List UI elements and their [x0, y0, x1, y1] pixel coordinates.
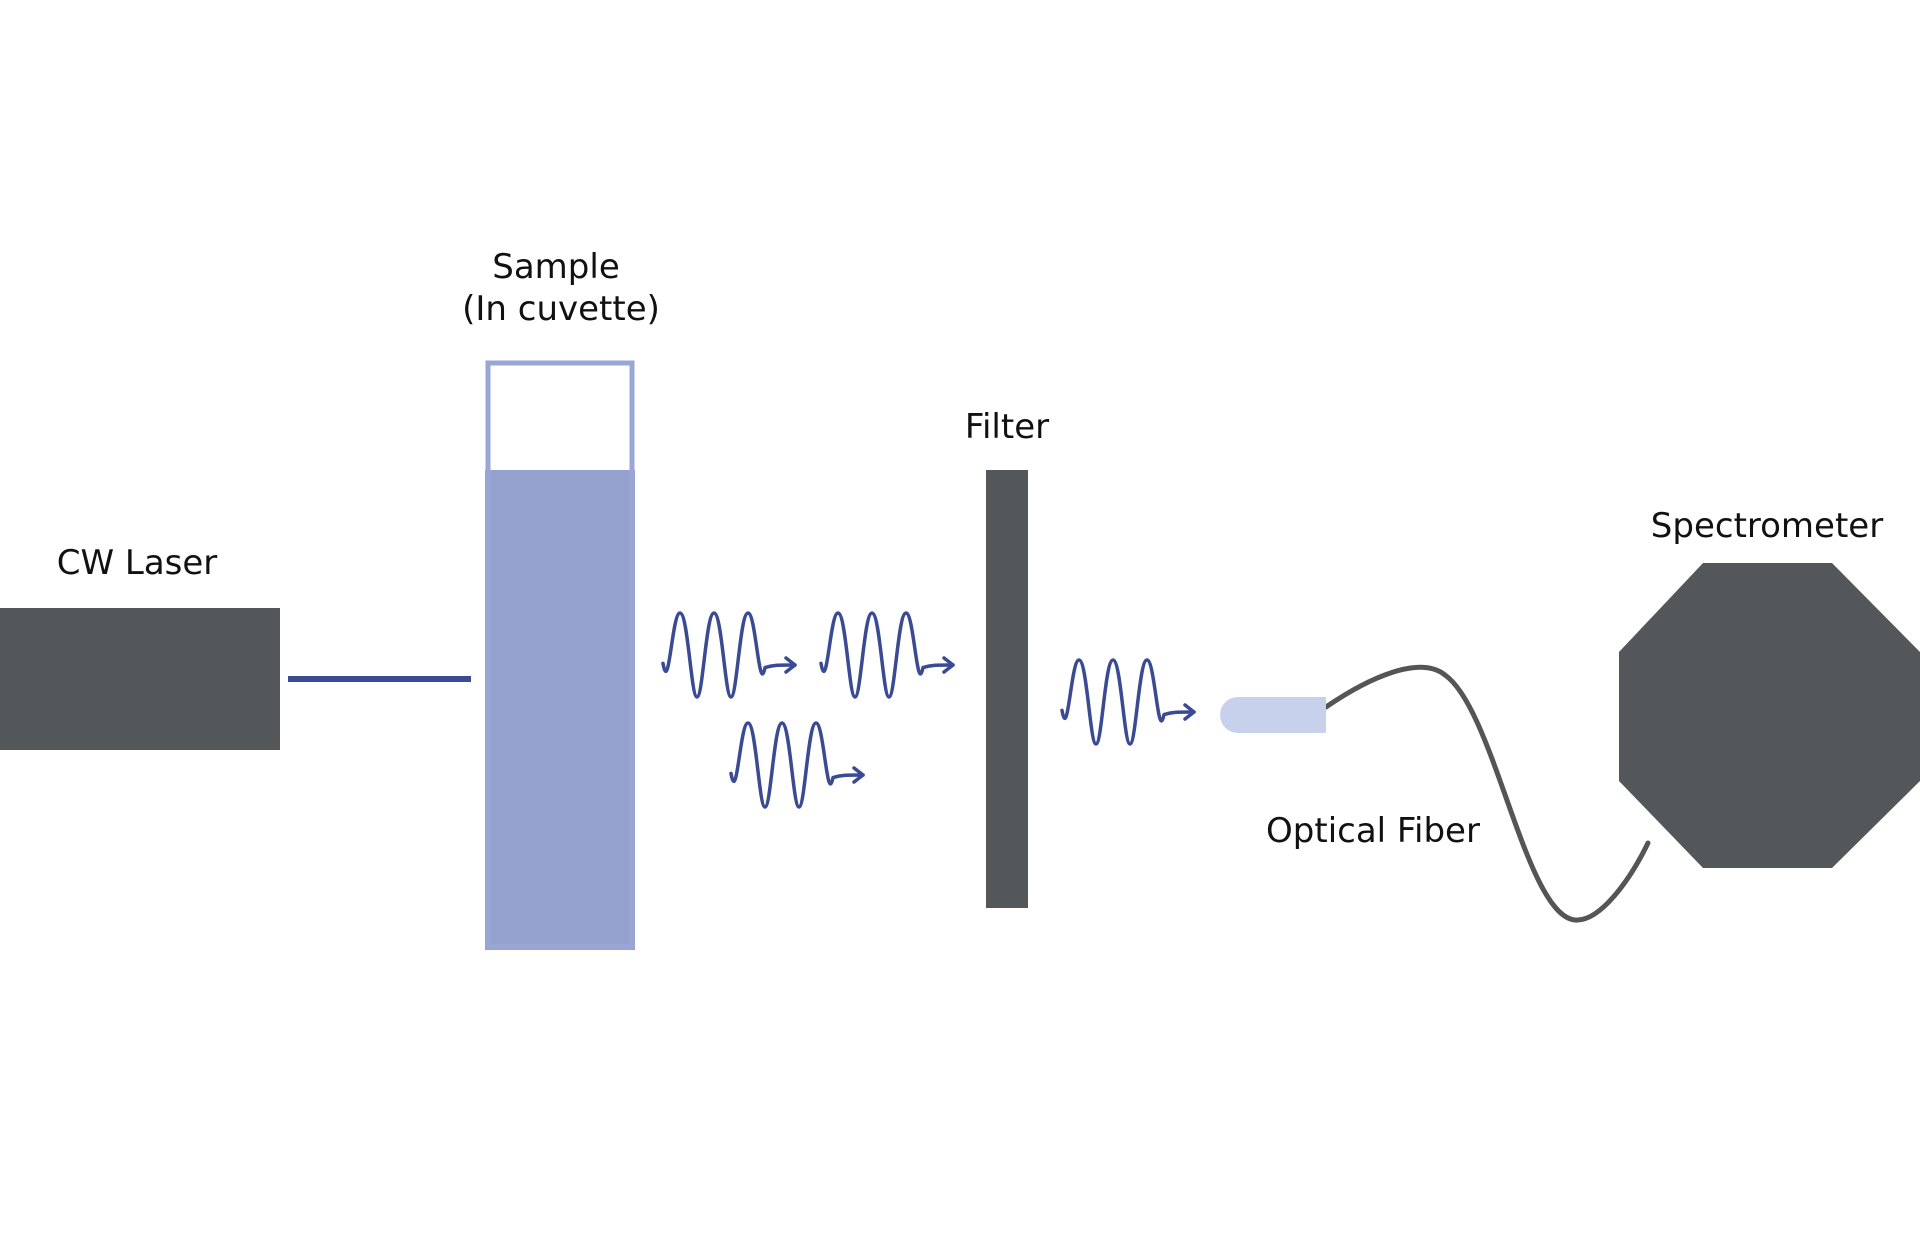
wavy-arrow-icon: [661, 611, 797, 699]
cuvette-liquid: [485, 470, 635, 950]
emission-wave-1: [661, 611, 797, 699]
filter-label: Filter: [965, 407, 1049, 447]
spectrometer-group: Spectrometer: [1619, 506, 1920, 868]
arrowhead-icon: [784, 656, 797, 674]
laser-group: CW Laser: [0, 543, 280, 750]
cuvette-outline: [485, 360, 635, 950]
sample-label-line1: Sample: [492, 247, 619, 287]
emission-wave-2: [819, 611, 955, 699]
fiber-tip: [1220, 697, 1326, 733]
fiber-cable: [1323, 664, 1651, 923]
fiber-group: Optical Fiber: [1220, 664, 1651, 923]
laser-body: [0, 608, 280, 750]
filtered-wave: [1060, 658, 1196, 746]
arrowhead-icon: [1183, 703, 1196, 721]
laser-label: CW Laser: [57, 543, 218, 583]
emission-wave-3: [729, 721, 865, 809]
arrowhead-icon: [852, 766, 865, 784]
sample-group: Sample (In cuvette): [462, 247, 660, 950]
filter-group: Filter: [965, 407, 1049, 908]
wavy-arrow-icon: [1060, 658, 1196, 746]
filter-bar: [986, 470, 1028, 908]
emission-waves: [661, 611, 1196, 809]
octagon-spectrometer-icon: [1619, 563, 1920, 868]
wavy-arrow-icon: [729, 721, 865, 809]
wavy-arrow-icon: [819, 611, 955, 699]
fiber-label: Optical Fiber: [1266, 811, 1480, 851]
spectrometer-label: Spectrometer: [1651, 506, 1883, 546]
sample-label-line2: (In cuvette): [462, 289, 660, 329]
arrowhead-icon: [942, 656, 955, 674]
